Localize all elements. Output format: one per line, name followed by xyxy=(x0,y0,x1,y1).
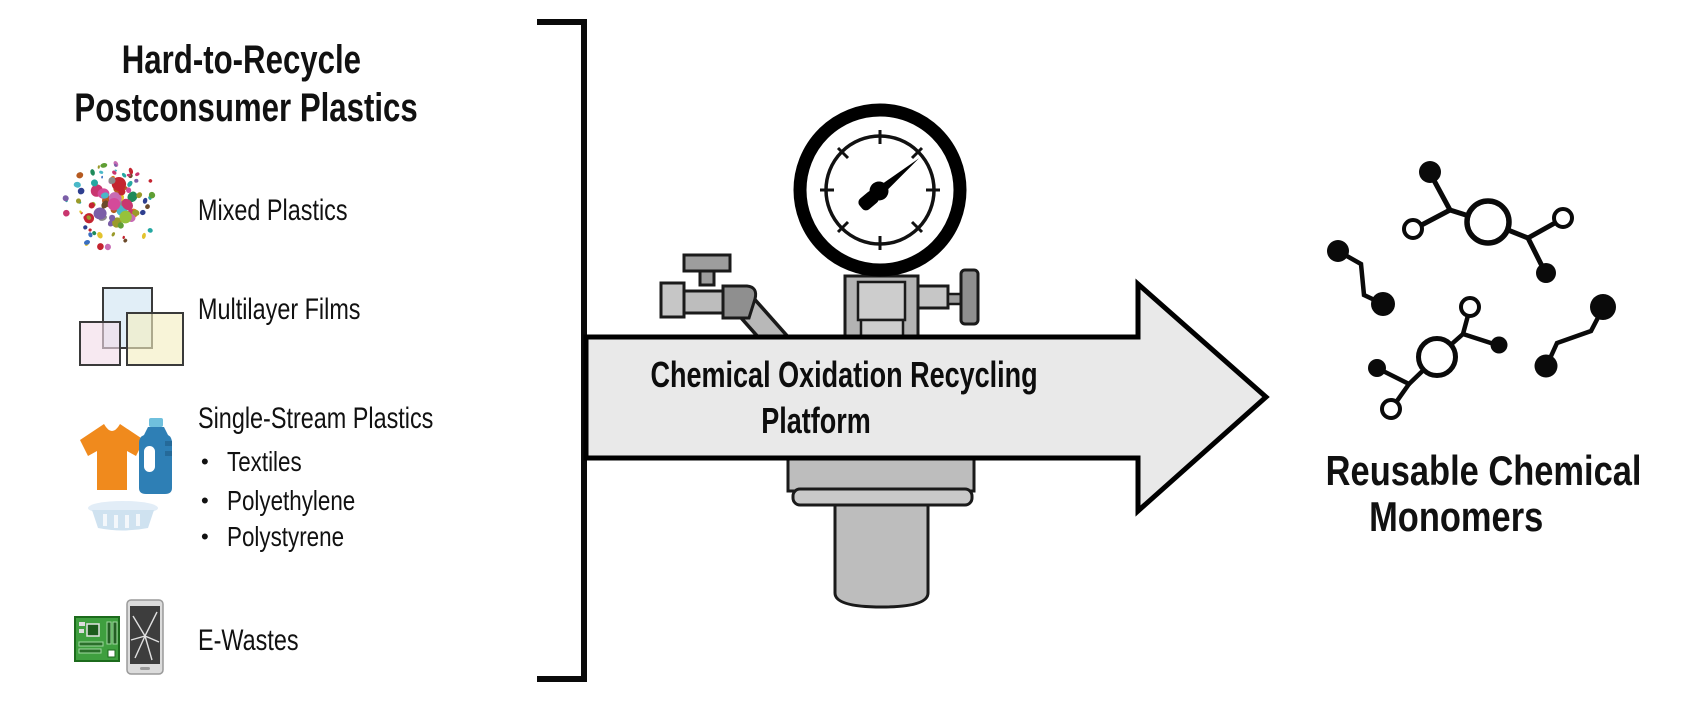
pressure-gauge-icon xyxy=(793,103,967,277)
confetti-dots xyxy=(62,161,156,251)
bullet-polystyrene: Polystyrene xyxy=(227,521,345,552)
film-pink xyxy=(79,321,121,366)
bullet-dot: • xyxy=(201,449,209,474)
left-title-line2: Postconsumer Plastics xyxy=(74,86,418,130)
right-title-line2: Monomers xyxy=(1368,493,1544,540)
arrow-label-line1: Chemical Oxidation Recycling xyxy=(650,354,1038,395)
mixed-plastics-icon xyxy=(62,161,156,251)
circuit-board-icon xyxy=(74,616,120,662)
label-single-stream: Single-Stream Plastics xyxy=(198,402,434,435)
label-mixed-plastics: Mixed Plastics xyxy=(198,194,348,227)
multilayer-films-icon xyxy=(79,287,184,366)
left-title: Hard-to-Recycle Postconsumer Plastics xyxy=(26,36,456,132)
bullet-polyethylene: Polyethylene xyxy=(227,485,356,516)
bullet-textiles: Textiles xyxy=(227,446,302,477)
right-valve-handle xyxy=(959,268,980,326)
bottle-icon xyxy=(139,418,172,494)
left-valve-icon xyxy=(659,253,792,356)
bullet-dot: • xyxy=(201,488,209,513)
tshirt-icon xyxy=(80,424,144,490)
bracket-top-arm xyxy=(537,19,585,25)
bracket-bottom-arm xyxy=(537,676,585,682)
process-arrow xyxy=(583,278,1270,517)
bullet-dot: • xyxy=(201,524,209,549)
ring-atom xyxy=(1464,198,1512,246)
e-wastes-icon xyxy=(74,599,164,675)
right-title: Reusable Chemical Monomers xyxy=(1291,448,1642,540)
reactor-vessel xyxy=(786,438,976,609)
label-multilayer-films: Multilayer Films xyxy=(198,293,361,326)
molecule-4 xyxy=(1544,306,1605,366)
gauge-ticks xyxy=(820,130,940,250)
arrow-label: Chemical Oxidation Recycling Platform xyxy=(586,352,1046,444)
single-stream-plastics-icon xyxy=(80,418,172,531)
crack-lines xyxy=(130,611,160,661)
label-e-wastes: E-Wastes xyxy=(198,624,299,657)
right-title-line1: Reusable Chemical xyxy=(1325,447,1642,494)
left-title-line1: Hard-to-Recycle xyxy=(121,38,361,82)
ring-atom xyxy=(1416,336,1458,378)
film-yellow xyxy=(126,312,184,366)
monomer-molecules-icon xyxy=(1327,161,1616,420)
cracked-phone-icon xyxy=(126,599,164,675)
arrow-label-line2: Platform xyxy=(761,400,871,441)
pressure-reactor-icon xyxy=(583,103,1270,609)
clamshell-tray-icon xyxy=(88,501,158,531)
